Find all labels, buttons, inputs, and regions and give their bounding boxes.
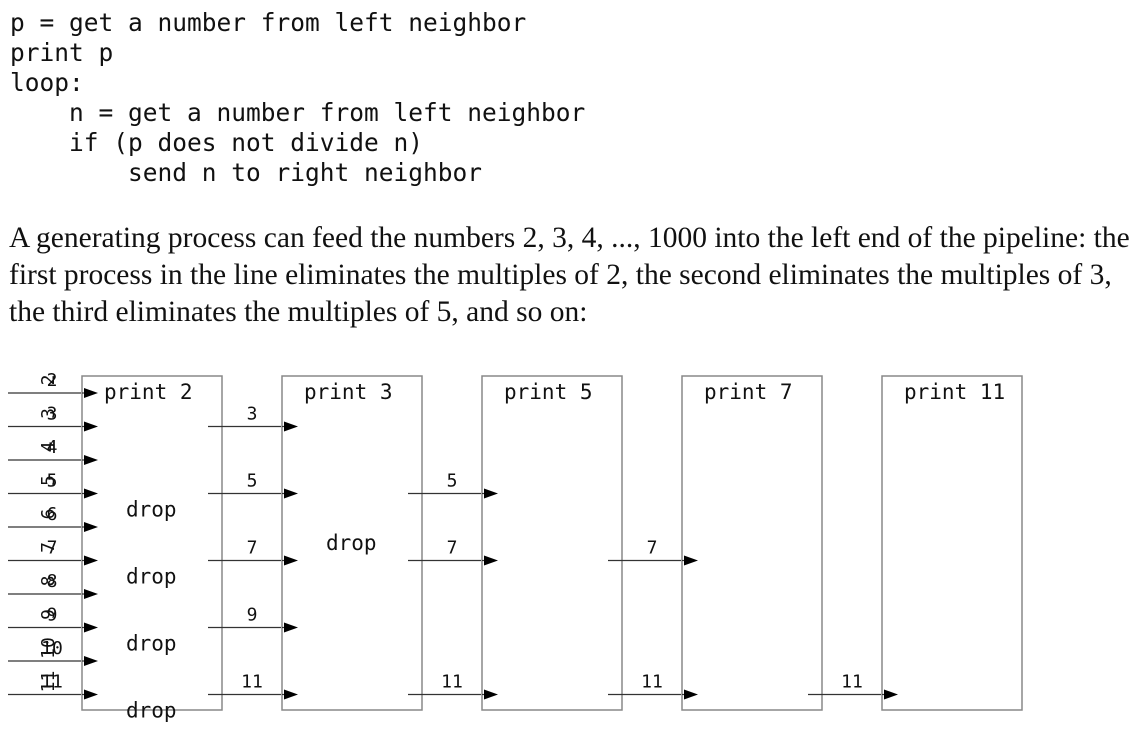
arrowhead — [84, 488, 98, 499]
arrowhead — [684, 555, 698, 566]
arrowhead — [484, 488, 498, 499]
description-paragraph: A generating process can feed the number… — [9, 222, 1130, 328]
input-number-label: 4 — [47, 437, 58, 458]
code-line: p = get a number from left neighbor — [10, 8, 527, 37]
action-label: print 3 — [304, 380, 393, 404]
code-line: print p — [10, 38, 114, 67]
arrowhead — [284, 488, 298, 499]
sieve-process-box — [481, 375, 623, 711]
action-label: drop — [126, 564, 177, 588]
action-label: drop — [126, 497, 177, 521]
arrowhead — [84, 388, 98, 398]
input-number-label: 5 — [247, 471, 258, 492]
input-number-label: 5 — [47, 471, 58, 492]
arrowhead — [84, 622, 98, 633]
rotated-input-number: 10 — [38, 637, 59, 659]
arrowhead — [284, 622, 298, 633]
input-number-label: 5 — [447, 471, 458, 492]
arrowhead — [284, 421, 298, 432]
code-line: n = get a number from left neighbor — [10, 98, 586, 127]
rotated-input-number: 8 — [38, 576, 59, 587]
rotated-input-number: 5 — [38, 475, 59, 486]
rotated-input-number: 6 — [38, 509, 59, 520]
input-number-label: 8 — [47, 571, 58, 592]
arrowhead — [84, 656, 98, 666]
arrowhead — [84, 421, 98, 432]
arrowhead — [84, 589, 98, 599]
sieve-process-box — [681, 375, 823, 711]
input-number-label: 11 — [241, 672, 263, 693]
arrowhead — [884, 689, 898, 700]
arrowhead — [284, 689, 298, 700]
input-number-label: 7 — [47, 538, 58, 559]
input-number-label: 3 — [47, 404, 58, 425]
action-label: drop — [326, 531, 377, 555]
rotated-input-number: 4 — [38, 442, 59, 453]
arrowhead — [84, 689, 98, 700]
input-number-label: 11 — [841, 672, 863, 693]
input-number-label: 7 — [247, 538, 258, 559]
arrowhead — [84, 522, 98, 532]
arrowhead — [484, 555, 498, 566]
input-number-label: 6 — [47, 504, 58, 525]
input-number-label: 9 — [247, 605, 258, 626]
input-number-label: 9 — [47, 605, 58, 626]
sieve-process-box — [81, 375, 223, 711]
arrowhead — [84, 555, 98, 566]
input-number-label: 11 — [441, 672, 463, 693]
input-number-label: 11 — [41, 672, 63, 693]
code-line: loop: — [10, 68, 84, 97]
input-number-label: 11 — [641, 672, 663, 693]
code-line: if (p does not divide n) — [10, 128, 424, 157]
arrowhead — [84, 455, 98, 465]
action-label: drop — [126, 698, 177, 722]
action-label: print 7 — [704, 380, 793, 404]
action-label: print 5 — [504, 380, 593, 404]
action-label: print 2 — [104, 380, 193, 404]
code-line: send n to right neighbor — [10, 158, 483, 187]
sieve-process-box — [881, 375, 1023, 711]
rotated-input-number: 9 — [38, 609, 59, 620]
action-label: print 11 — [904, 380, 1005, 404]
sieve-process-box — [281, 375, 423, 711]
arrowhead — [684, 689, 698, 700]
rotated-input-number: 2 — [38, 375, 59, 386]
rotated-input-number: 7 — [38, 542, 59, 553]
rotated-input-number: 11 — [38, 671, 59, 693]
input-number-label: 10 — [41, 638, 63, 659]
input-number-label: 3 — [247, 404, 258, 425]
rotated-input-number: 3 — [38, 408, 59, 419]
prime-sieve-pipeline-diagram: 2 3 4 5 6 7 8 9 10 11 print 2 drop drop drop drop 3 5 7 9 1… — [8, 370, 1023, 722]
input-number-label: 7 — [447, 538, 458, 559]
arrowhead — [484, 689, 498, 700]
arrowhead — [284, 555, 298, 566]
action-label: drop — [126, 631, 177, 655]
input-number-label: 2 — [47, 370, 58, 391]
input-number-label: 7 — [647, 538, 658, 559]
